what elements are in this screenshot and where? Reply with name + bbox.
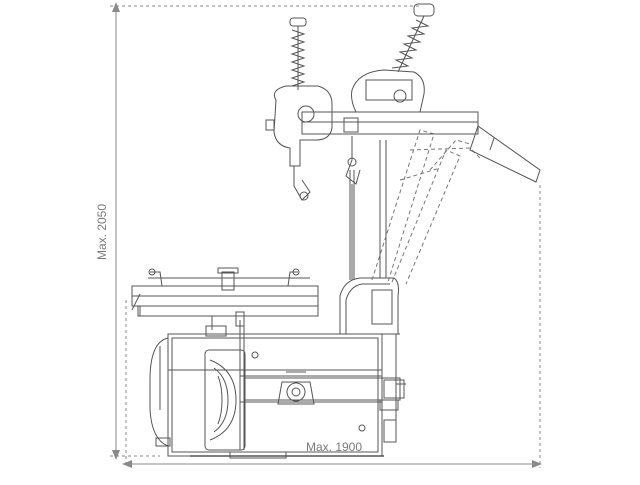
width-dimension-line bbox=[122, 185, 542, 468]
slide-arm bbox=[244, 372, 406, 404]
top-arm bbox=[302, 112, 540, 182]
turntable bbox=[132, 268, 318, 336]
tower-tilt-positions bbox=[372, 130, 480, 284]
vertical-post bbox=[350, 140, 386, 280]
height-dimension-line bbox=[110, 2, 420, 460]
right-helper-arm bbox=[346, 4, 434, 280]
width-dimension-label: Max. 1900 bbox=[306, 440, 363, 454]
left-helper-arm bbox=[266, 18, 332, 200]
tower-column bbox=[330, 278, 400, 442]
height-dimension-label: Max. 2050 bbox=[95, 203, 110, 261]
machine-base bbox=[150, 334, 384, 458]
bead-breaker-wheel bbox=[205, 320, 245, 450]
